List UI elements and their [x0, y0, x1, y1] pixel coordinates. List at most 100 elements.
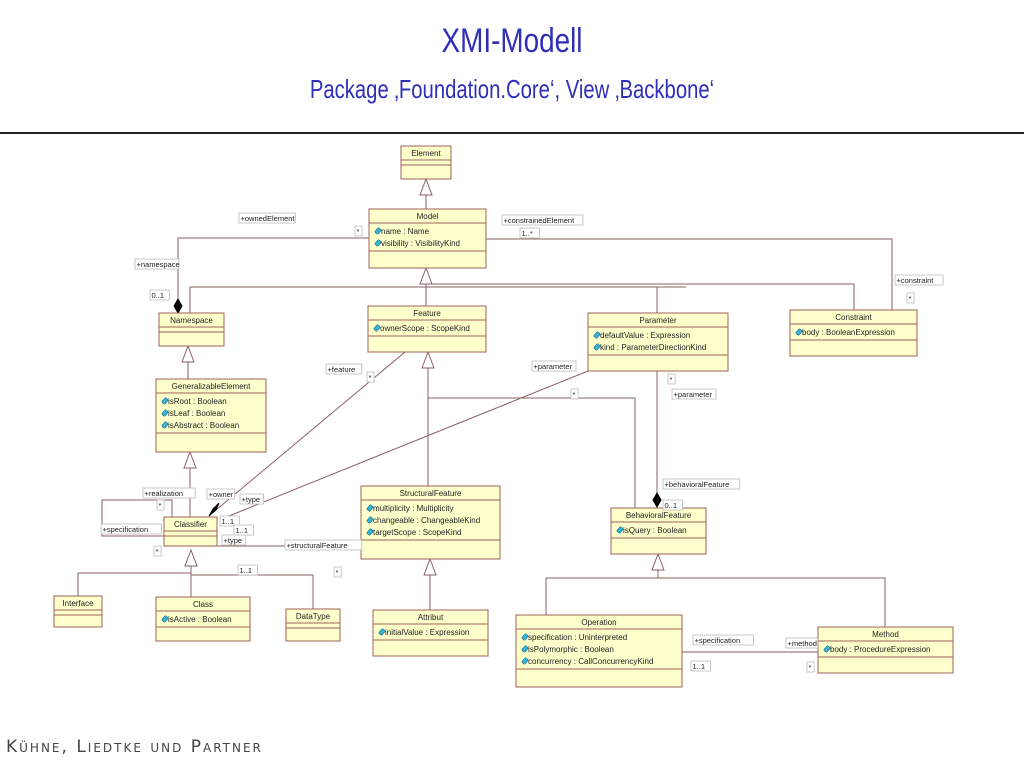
class-attribute: visibility : VisibilityKind: [381, 239, 460, 248]
attribute-icon: [161, 421, 169, 429]
label-text: *: [909, 294, 912, 303]
attribute-icon: [374, 239, 382, 247]
attribute-icon: [616, 526, 624, 534]
label-text: 1..*: [522, 229, 533, 238]
label-constraint-role: +constraint: [894, 274, 944, 286]
label-method-mult: *: [806, 661, 815, 673]
label-constrained-element-mult: 1..*: [519, 227, 540, 239]
composition-diamond-icon: [208, 502, 220, 517]
class-name: Method: [872, 630, 899, 639]
class-attribute: ownerScope : ScopeKind: [380, 324, 470, 333]
attribute-icon: [521, 633, 529, 641]
class-attribute: name : Name: [381, 227, 430, 236]
class-attribute: isAbstract : Boolean: [168, 421, 239, 430]
label-type-mult: 1..1: [233, 524, 254, 536]
class-box: [789, 309, 918, 357]
label-text: *: [336, 568, 339, 577]
attribute-icon: [366, 504, 374, 512]
class-name: Operation: [581, 618, 616, 627]
label-text: +method: [788, 639, 817, 648]
class-box: [515, 614, 683, 688]
label-text: *: [573, 390, 576, 399]
label-parameter-role-left: +parameter: [531, 360, 577, 372]
class-box: [285, 608, 341, 642]
class-name: Classifier: [174, 520, 207, 529]
attribute-icon: [521, 657, 529, 665]
class-name: Class: [193, 600, 213, 609]
attribute-icon: [366, 528, 374, 536]
label-text: *: [369, 373, 372, 382]
class-name: GeneralizableElement: [172, 382, 251, 391]
generalization-arrow-icon: [419, 266, 433, 285]
page-title: XMI-Modell: [441, 22, 583, 60]
label-constraint-mult: *: [906, 292, 915, 304]
class-box: [610, 507, 707, 555]
assoc-realization: [101, 499, 173, 537]
class-attribute: targetScope : ScopeKind: [373, 528, 462, 537]
label-text: 0..1: [152, 291, 165, 300]
class-datatype[interactable]: DataType: [285, 608, 341, 642]
attribute-icon: [823, 645, 831, 653]
class-name: Interface: [62, 599, 94, 608]
class-attribute: kind : ParameterDirectionKind: [600, 343, 706, 352]
label-parameter-mult-right: *: [667, 373, 676, 385]
label-text: 1..1: [240, 566, 253, 575]
label-feature-mult: *: [366, 371, 375, 383]
class-element[interactable]: Element: [400, 145, 452, 180]
label-text: 1..1: [222, 517, 235, 526]
label-text: 1..1: [693, 662, 706, 671]
label-text: +specification: [695, 636, 741, 645]
class-attribute: defaultValue : Expression: [600, 331, 690, 340]
attribute-icon: [593, 343, 601, 351]
class-box: [372, 609, 489, 657]
label-parameter-role-right: +parameter: [671, 388, 717, 400]
label-text: +ownedElement: [241, 214, 296, 223]
role-labels: +ownedElement*+constrainedElement1..*+na…: [100, 212, 944, 673]
class-attribute: isQuery : Boolean: [623, 526, 687, 535]
class-interface[interactable]: Interface: [53, 595, 103, 628]
attribute-icon: [366, 516, 374, 524]
label-text: *: [670, 375, 673, 384]
header-divider: [0, 132, 1024, 134]
class-box: [817, 626, 954, 674]
label-text: +parameter: [534, 362, 573, 371]
label-text: +specification: [103, 525, 149, 534]
class-box: [155, 378, 267, 453]
label-type-role-upper: +type: [239, 493, 264, 505]
label-structural-feature-mult-lower: *: [333, 566, 342, 578]
class-classifier[interactable]: Classifier: [163, 516, 218, 547]
label-text: +realization: [145, 489, 184, 498]
generalization-arrow-icon: [184, 548, 198, 567]
class-box: [53, 595, 103, 628]
class-box: [360, 485, 501, 560]
label-text: +owner: [209, 490, 234, 499]
attribute-icon: [378, 628, 386, 636]
label-op-specification-role: +specification: [692, 634, 754, 646]
assoc-owned-element: [177, 237, 369, 304]
label-text: +parameter: [674, 390, 713, 399]
class-attribute: changeable : ChangeableKind: [373, 516, 480, 525]
class-attribute: concurrency : CallConcurrencyKind: [528, 657, 653, 666]
class-name: Constraint: [835, 313, 872, 322]
class-attribute: isRoot : Boolean: [168, 397, 227, 406]
gen-datatype: [191, 574, 314, 609]
class-namespace[interactable]: Namespace: [158, 312, 225, 347]
class-name: Attribut: [418, 613, 444, 622]
class-name: StructuralFeature: [400, 489, 462, 498]
attribute-icon: [521, 645, 529, 653]
label-constrained-element: +constrainedElement: [501, 214, 584, 226]
attribute-icon: [374, 227, 382, 235]
attribute-icon: [795, 328, 803, 336]
label-owner-role: +owner: [206, 488, 236, 500]
